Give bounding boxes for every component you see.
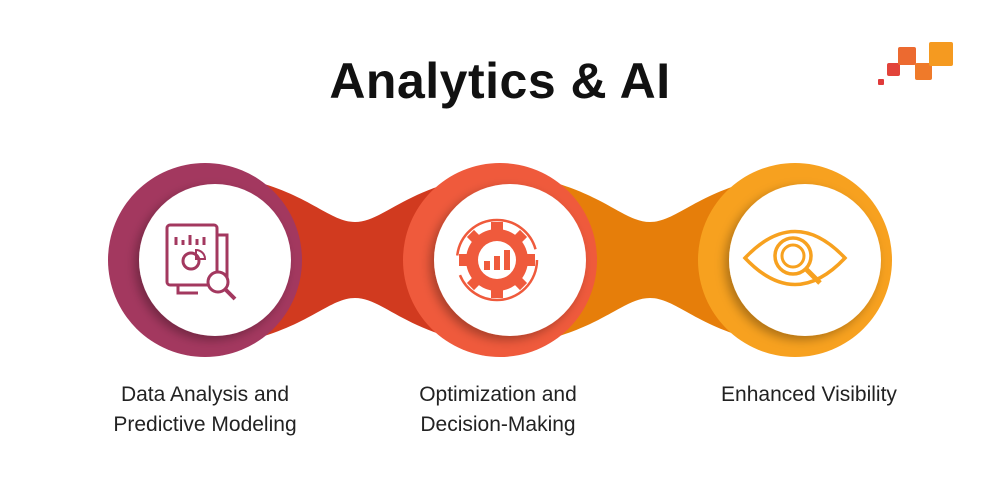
connector-2 — [545, 180, 755, 340]
data-analysis-icon — [165, 223, 237, 301]
step-2-label: Optimization and Decision-Making — [348, 380, 648, 440]
connector-1 — [250, 180, 460, 340]
gear-chart-icon — [455, 218, 539, 302]
label-line: Data Analysis and — [120, 383, 290, 406]
label-line: Enhanced Visibility — [721, 383, 897, 406]
step-1-label: Data Analysis and Predictive Modeling — [55, 380, 355, 440]
label-line: Optimization and — [419, 383, 577, 406]
step-1-circle — [108, 163, 302, 357]
step-3-label: Enhanced Visibility — [659, 380, 959, 410]
eye-search-icon — [742, 229, 848, 287]
label-line: Decision-Making — [420, 413, 576, 436]
step-2-circle — [403, 163, 597, 357]
step-3-circle — [698, 163, 892, 357]
page-title: Analytics & AI — [329, 53, 671, 109]
label-line: Predictive Modeling — [113, 413, 297, 436]
